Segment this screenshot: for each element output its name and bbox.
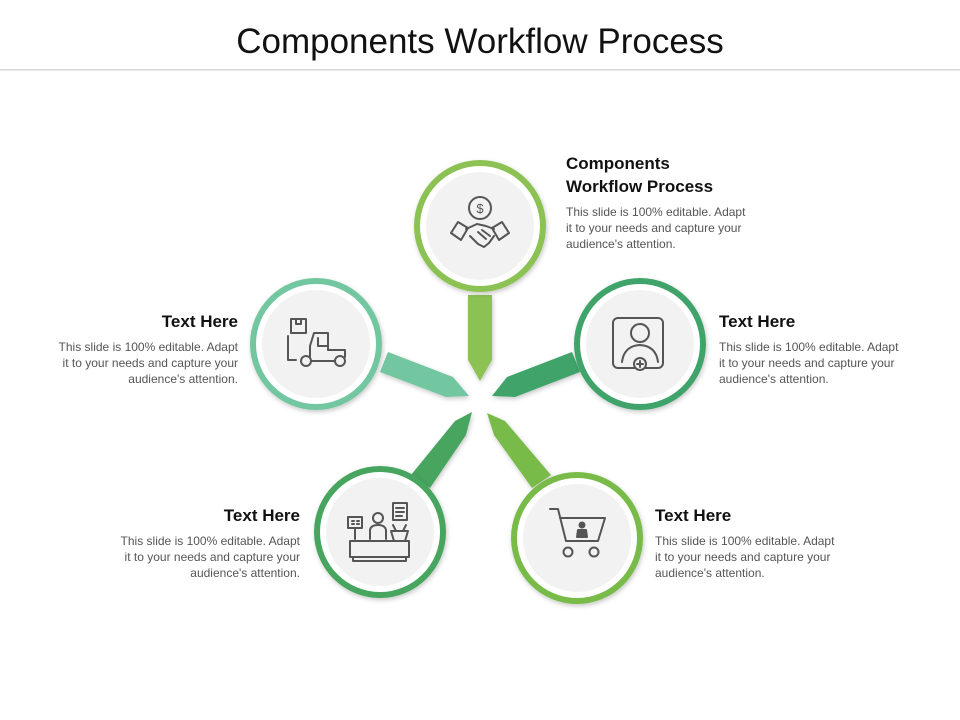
step-description-line: audience's attention. xyxy=(655,566,765,580)
step-description-line: This slide is 100% editable. Adapt xyxy=(719,340,899,354)
shopping-cart-icon xyxy=(549,508,606,558)
step-heading-line: Workflow Process xyxy=(566,177,714,196)
step-description-line: it to your needs and capture your xyxy=(124,550,300,564)
step-label-left: Text Here This slide is 100% editable. A… xyxy=(18,310,238,387)
connector-right xyxy=(492,352,580,397)
step-heading: Text Here xyxy=(719,312,796,331)
step-circle-bottom-left xyxy=(314,466,446,598)
step-description-line: audience's attention. xyxy=(719,372,829,386)
connector-top xyxy=(468,295,492,381)
step-description-line: it to your needs and capture your xyxy=(566,221,742,235)
page-title: Components Workflow Process xyxy=(236,22,724,61)
step-heading: Text Here xyxy=(223,506,300,525)
connector-bottom-right xyxy=(487,413,551,488)
step-description-line: This slide is 100% editable. Adapt xyxy=(120,534,300,548)
title-divider xyxy=(0,69,960,71)
step-circle-left xyxy=(250,278,382,410)
step-description-line: This slide is 100% editable. Adapt xyxy=(58,340,238,354)
handshake-dollar-icon: $ xyxy=(450,196,510,248)
step-label-bottom-right: Text Here This slide is 100% editable. A… xyxy=(655,504,875,581)
forklift-icon xyxy=(287,318,346,367)
step-description-line: audience's attention. xyxy=(128,372,238,386)
step-description-line: it to your needs and capture your xyxy=(719,356,895,370)
step-description: This slide is 100% editable. Adapt it to… xyxy=(18,339,238,387)
step-circle-bottom-right xyxy=(511,472,643,604)
step-description: This slide is 100% editable. Adapt it to… xyxy=(566,204,786,252)
step-label-bottom-left: Text Here This slide is 100% editable. A… xyxy=(80,504,300,581)
step-description-line: This slide is 100% editable. Adapt xyxy=(566,205,746,219)
step-heading: Text Here xyxy=(161,312,238,331)
step-heading: Text Here xyxy=(655,506,732,525)
step-description-line: it to your needs and capture your xyxy=(62,356,238,370)
step-label-right: Text Here This slide is 100% editable. A… xyxy=(719,310,939,387)
cashier-counter-icon xyxy=(347,502,410,562)
step-circle-top: $ xyxy=(414,160,546,292)
step-circle-right xyxy=(574,278,706,410)
step-heading-line: Components xyxy=(566,154,670,173)
connector-bottom-left xyxy=(411,412,472,488)
step-description: This slide is 100% editable. Adapt it to… xyxy=(655,533,875,581)
step-description: This slide is 100% editable. Adapt it to… xyxy=(719,339,939,387)
step-description: This slide is 100% editable. Adapt it to… xyxy=(80,533,300,581)
step-description-line: it to your needs and capture your xyxy=(655,550,831,564)
user-profile-icon xyxy=(612,317,664,371)
step-description-line: audience's attention. xyxy=(190,566,300,580)
connector-left xyxy=(380,352,469,397)
step-label-top: Components Workflow Process This slide i… xyxy=(566,152,786,252)
step-description-line: This slide is 100% editable. Adapt xyxy=(655,534,835,548)
step-heading: Components Workflow Process xyxy=(566,152,786,198)
svg-text:$: $ xyxy=(476,201,484,216)
step-description-line: audience's attention. xyxy=(566,237,676,251)
